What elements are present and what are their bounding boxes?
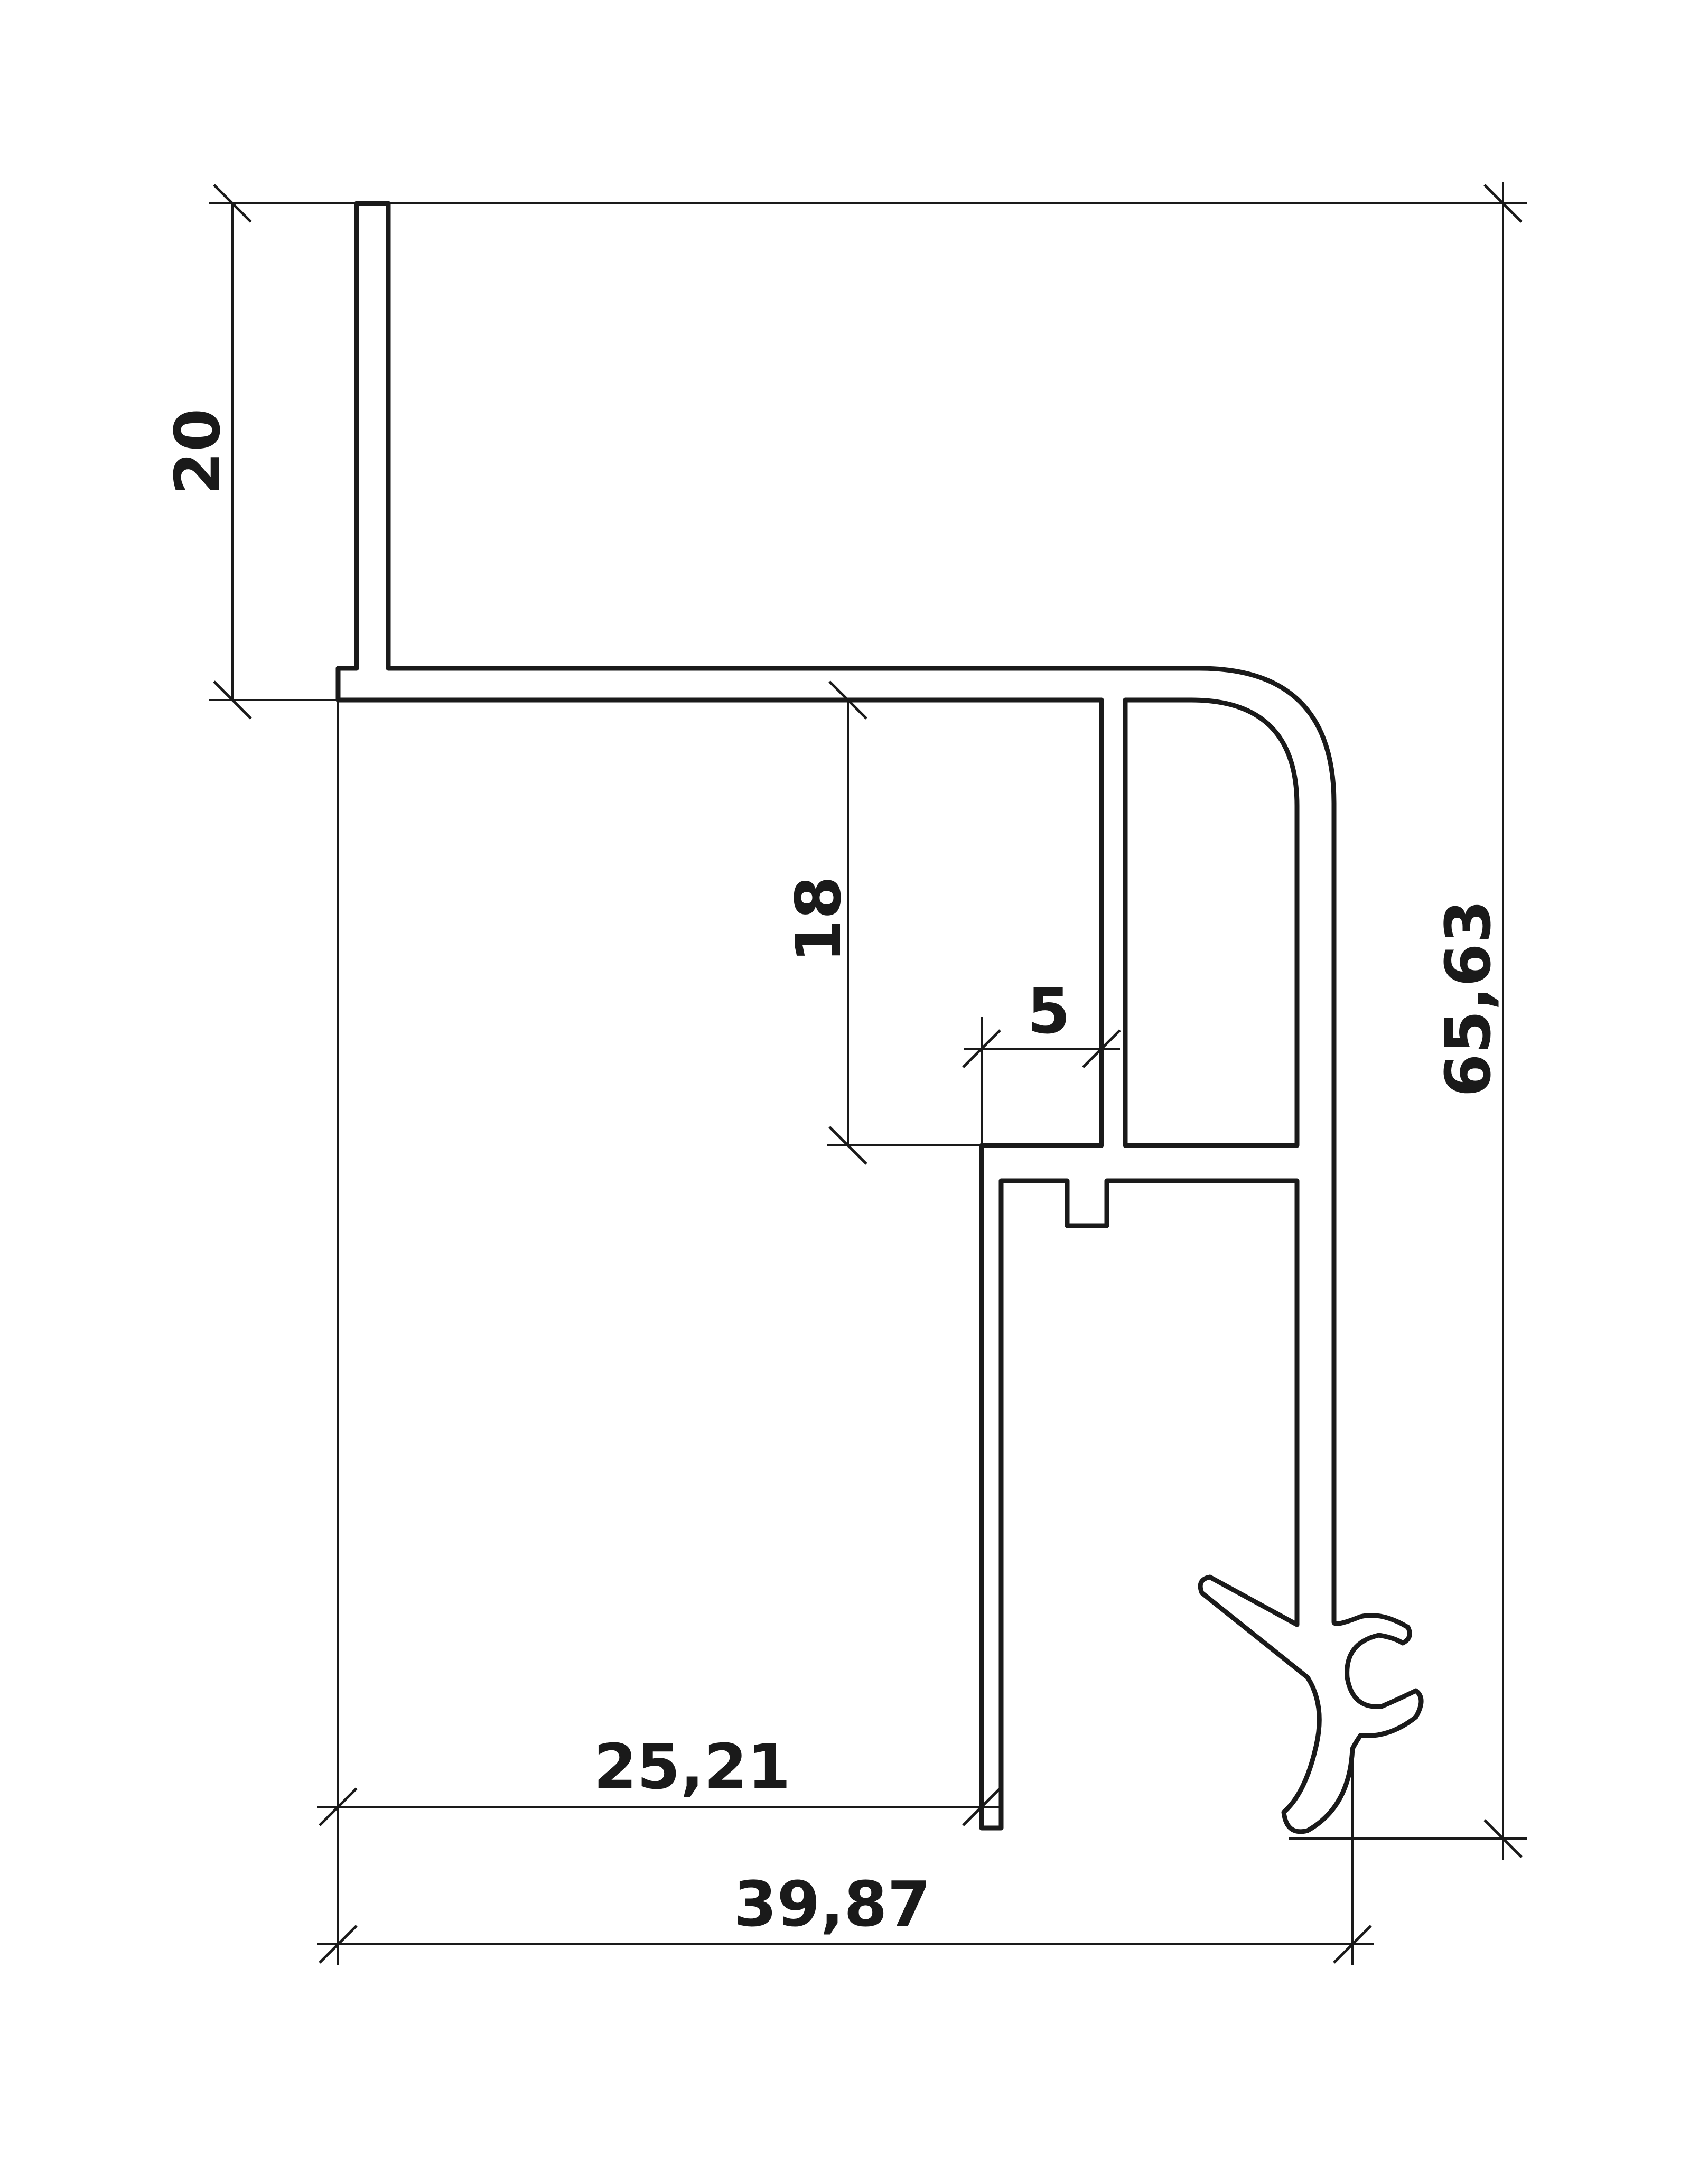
dimension-label-65-63: 65,63	[1432, 900, 1505, 1097]
profile-outer-contour	[354, 201, 1337, 1625]
dimension-inner-leg-width: 25,21	[317, 700, 1001, 1965]
profile-flange-left-edge	[335, 201, 359, 703]
dimension-label-18: 18	[782, 876, 855, 963]
dimension-overall-width: 39,87	[317, 1749, 1374, 1965]
dimension-label-25-21: 25,21	[593, 1730, 790, 1803]
dimension-slot-width: 5	[962, 975, 1121, 1145]
profile-top-wall-underside	[335, 697, 1300, 1831]
dimension-label-20: 20	[161, 408, 234, 495]
dimension-label-5: 5	[1027, 975, 1070, 1048]
dimension-label-39-87: 39,87	[733, 1868, 930, 1941]
profile-inner-chamber	[1123, 697, 1300, 1148]
aluminium-profile-outline	[335, 201, 1424, 1834]
profile-bottom-hook	[1198, 1574, 1424, 1834]
dimension-inner-depth: 18	[782, 680, 982, 1165]
dimension-top-flange-height: 20	[161, 184, 357, 720]
dimension-overall-height: 65,63	[388, 182, 1527, 1860]
